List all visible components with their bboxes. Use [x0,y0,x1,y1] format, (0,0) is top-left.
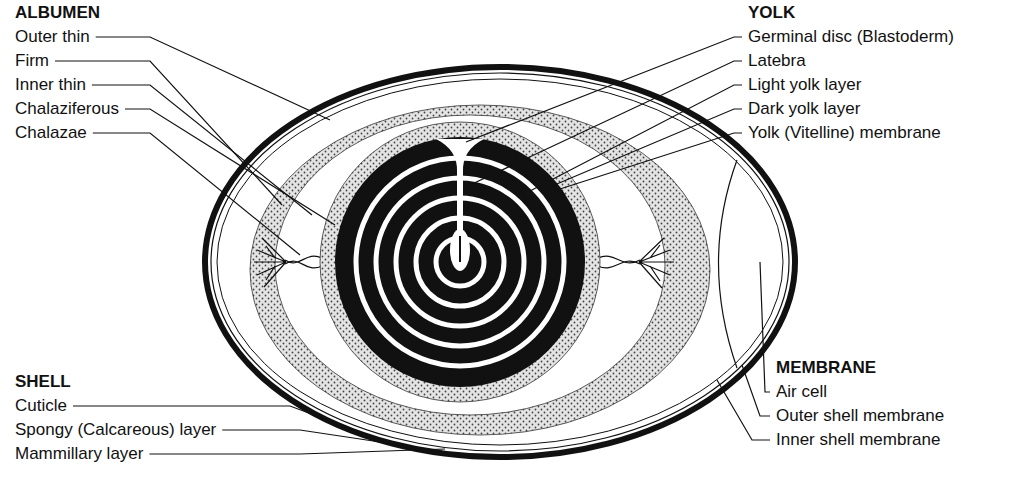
part-label: Firm [15,51,49,71]
leader-line [717,380,770,440]
leader-line [92,85,312,215]
yolk [336,138,584,386]
part-label: Inner thin [15,75,86,95]
leader-line [149,449,445,454]
part-label: Yolk (Vitelline) membrane [748,123,941,143]
leader-line [125,109,335,225]
leader-line [760,262,770,392]
part-label: Chalazae [15,123,87,143]
part-label: Dark yolk layer [748,99,860,119]
part-label: Germinal disc (Blastoderm) [748,27,954,47]
part-label: Outer shell membrane [776,406,944,426]
chalaziferous-layer [320,122,600,402]
part-label: Inner shell membrane [776,430,940,450]
part-label: Spongy (Calcareous) layer [15,420,216,440]
group-heading: ALBUMEN [15,3,100,23]
part-label: Outer thin [15,27,90,47]
shell [205,67,795,457]
leader-line [560,133,742,189]
part-label: Light yolk layer [748,75,861,95]
firm-albumen [250,105,710,435]
leader-line [466,37,742,142]
leader-line [222,430,420,448]
leader-line [93,133,300,255]
air-cell [719,160,738,368]
leader-line [742,365,770,416]
group-heading: YOLK [748,3,795,23]
leader-line [55,61,282,205]
part-label: Air cell [776,382,827,402]
latebra [436,139,484,271]
inner-thin-albumen [275,115,665,415]
part-label: Latebra [748,51,806,71]
leader-line [96,37,330,120]
inner-shell-membrane [217,79,783,445]
leader-line [530,85,742,191]
part-label: Mammillary layer [15,444,143,464]
leader-line [545,109,742,189]
group-heading: MEMBRANE [776,358,876,378]
part-label: Cuticle [15,396,67,416]
outer-shell-membrane [211,73,789,451]
part-label: Chalaziferous [15,99,119,119]
group-heading: SHELL [15,372,71,392]
